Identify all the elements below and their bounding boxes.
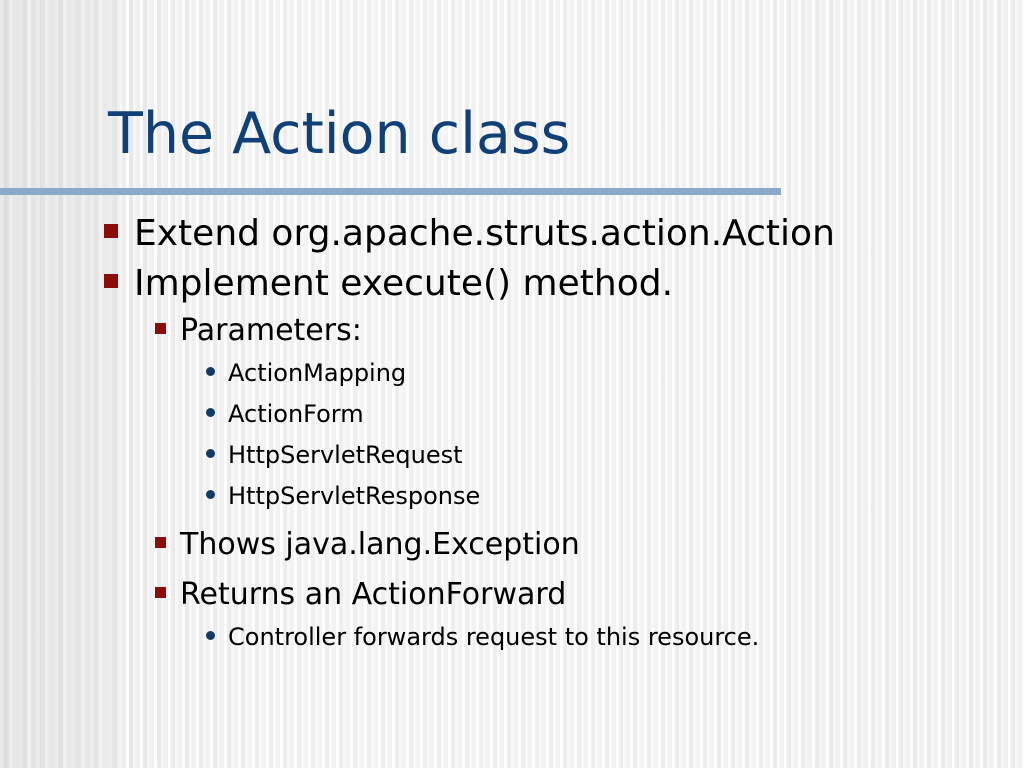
bullet-item: Extend org.apache.struts.action.Action <box>0 212 1024 262</box>
round-bullet-icon <box>206 490 215 499</box>
square-bullet-icon <box>104 224 118 238</box>
title-divider-rule <box>0 188 781 195</box>
bullet-item: HttpServletResponse <box>0 480 1024 521</box>
round-bullet-icon <box>206 367 215 376</box>
square-bullet-icon <box>155 587 166 598</box>
square-bullet-icon <box>155 323 166 334</box>
bullet-item: Controller forwards request to this reso… <box>0 621 1024 662</box>
bullet-text: ActionMapping <box>228 359 407 387</box>
bullet-item: Thows java.lang.Exception <box>0 526 1024 571</box>
bullet-item: HttpServletRequest <box>0 439 1024 480</box>
bullet-text: Returns an ActionForward <box>180 577 567 612</box>
bullet-text: Extend org.apache.struts.action.Action <box>134 213 835 254</box>
slide-title: The Action class <box>108 101 571 167</box>
square-bullet-icon <box>155 537 166 548</box>
bullet-item: Implement execute() method. <box>0 262 1024 312</box>
square-bullet-icon <box>104 274 118 288</box>
bullet-text: Implement execute() method. <box>134 263 674 304</box>
bullet-text: Thows java.lang.Exception <box>180 527 580 562</box>
bullet-text: Controller forwards request to this reso… <box>228 623 760 651</box>
slide-background-left-band <box>0 0 120 768</box>
bullet-item: ActionForm <box>0 398 1024 439</box>
bullet-text: Parameters: <box>180 313 362 348</box>
bullet-list: Extend org.apache.struts.action.Action I… <box>0 212 1024 662</box>
bullet-text: HttpServletRequest <box>228 441 463 469</box>
bullet-item: Returns an ActionForward <box>0 576 1024 621</box>
round-bullet-icon <box>206 631 215 640</box>
round-bullet-icon <box>206 449 215 458</box>
bullet-text: ActionForm <box>228 400 364 428</box>
bullet-item: ActionMapping <box>0 357 1024 398</box>
bullet-item: Parameters: <box>0 312 1024 357</box>
round-bullet-icon <box>206 408 215 417</box>
bullet-text: HttpServletResponse <box>228 482 481 510</box>
